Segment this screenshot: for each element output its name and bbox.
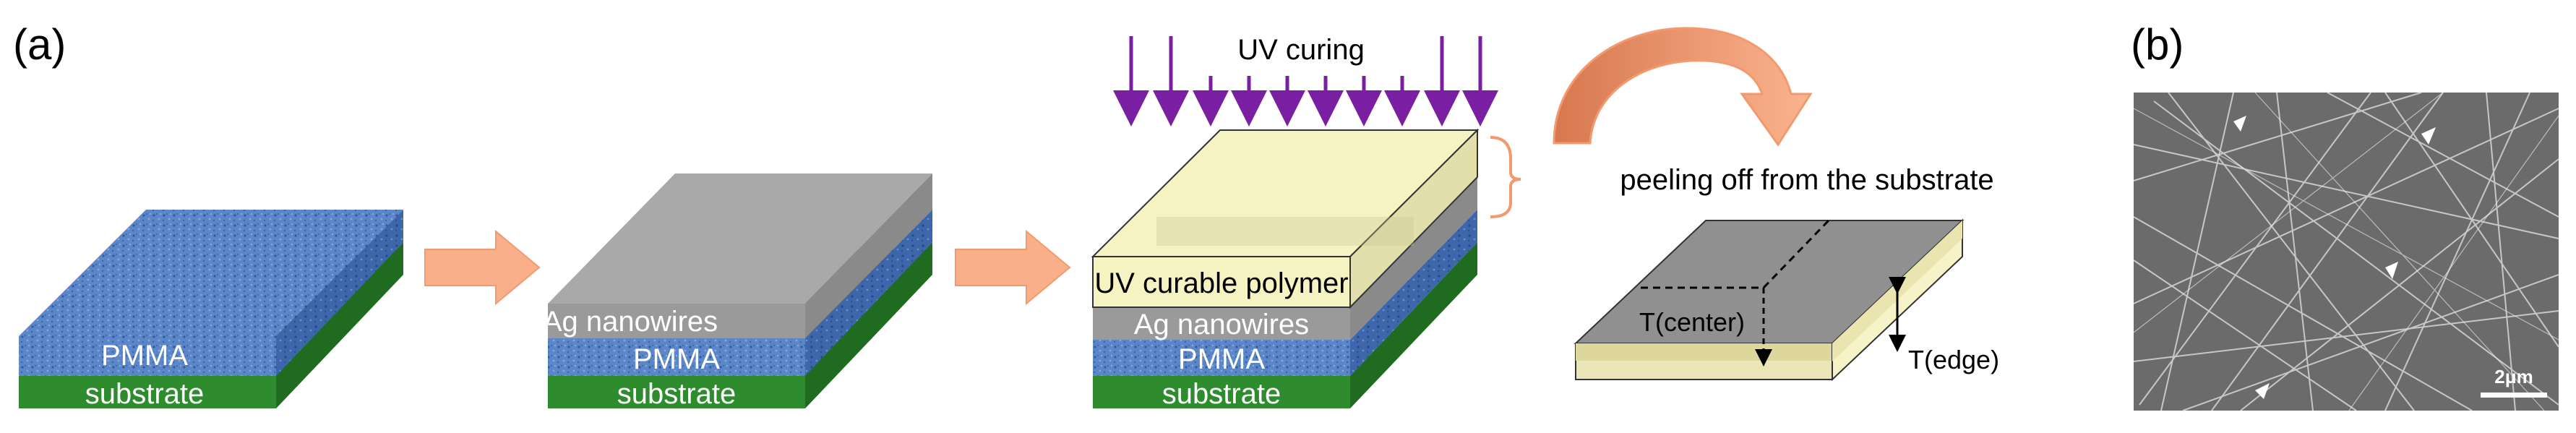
step1-stack: PMMA substrate (19, 210, 403, 410)
pmma-label: PMMA (633, 343, 720, 375)
polymer-label: UV curable polymer (1094, 267, 1348, 299)
pmma-layer (1093, 340, 1350, 376)
uv-arrows (1113, 36, 1498, 127)
nanowire-label: Ag nanowires (1134, 309, 1309, 340)
peel-label: peeling off from the substrate (1620, 164, 1993, 196)
substrate-label: substrate (85, 378, 205, 410)
process-arrow-2 (955, 229, 1071, 306)
substrate-label: substrate (617, 378, 737, 410)
panel-b-label: (b) (2131, 20, 2184, 69)
peeled-film: T(center) T(edge) (1573, 218, 1999, 382)
scale-bar (2481, 393, 2547, 398)
nanowire-layer (1093, 307, 1350, 340)
step3-stack: UV curable polymer Ag nanowires PMMA sub… (1091, 128, 1480, 410)
nanowire-layer (548, 304, 805, 338)
panel-a-label: (a) (13, 20, 66, 69)
pmma-label: PMMA (1178, 343, 1265, 375)
t-center-label: T(center) (1639, 307, 1745, 337)
process-arrow-1 (424, 229, 541, 306)
sem-background (2134, 93, 2559, 411)
nanowire-layer-top (548, 173, 932, 304)
pmma-layer (19, 336, 276, 376)
peel-curve-arrow (1553, 27, 1813, 147)
pmma-label: PMMA (101, 340, 188, 372)
substrate-label: substrate (1162, 378, 1281, 410)
scale-bar-label: 2μm (2494, 366, 2533, 387)
sem-image: 2μm (2133, 92, 2559, 411)
pmma-layer (548, 338, 805, 376)
uv-curing-label: UV curing (1237, 34, 1365, 66)
pmma-layer-top (19, 210, 403, 336)
substrate-layer (1093, 376, 1350, 408)
nanowire-network (2133, 92, 2559, 411)
t-edge-label: T(edge) (1908, 345, 1999, 374)
brace (1490, 136, 1521, 218)
substrate-layer (19, 376, 276, 408)
substrate-layer (548, 376, 805, 408)
nanowire-label: Ag nanowires (543, 306, 718, 338)
step2-stack: Ag nanowires PMMA substrate (543, 173, 932, 410)
